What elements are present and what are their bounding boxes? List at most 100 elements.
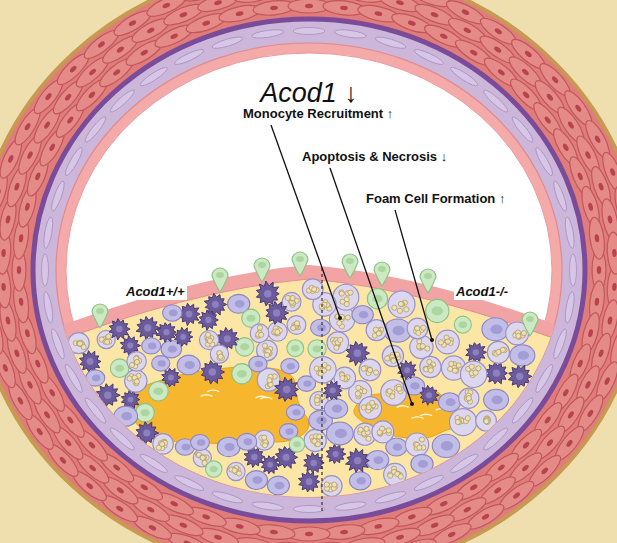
- cell-nucleus: [335, 429, 347, 438]
- muscle-cell-nucleus: [48, 143, 56, 152]
- cell-nucleus: [180, 334, 186, 340]
- muscle-cell-nucleus: [18, 298, 23, 307]
- foam-cell: [459, 388, 479, 408]
- muscle-cell-nucleus: [521, 464, 530, 473]
- lipid-droplet: [496, 350, 501, 355]
- foam-cell: [359, 359, 381, 381]
- lipid-droplet: [200, 455, 205, 460]
- lipid-droplet: [398, 474, 403, 479]
- muscle-cell-nucleus: [522, 90, 531, 99]
- cell-nucleus: [267, 462, 273, 468]
- cholesterol-crystal: [412, 417, 424, 419]
- lipid-droplet: [370, 400, 375, 405]
- cell-nucleus: [373, 456, 383, 464]
- lipid-droplet: [345, 315, 350, 320]
- lipid-droplet: [466, 396, 471, 401]
- macrophage: [237, 433, 257, 450]
- lipid-droplet: [294, 321, 299, 326]
- muscle-cell-nucleus: [64, 438, 73, 447]
- muscle-cell-nucleus: [202, 513, 211, 520]
- muscle-cell-nucleus: [5, 316, 11, 325]
- intima-cell: [173, 47, 205, 67]
- lipid-droplet: [356, 385, 361, 390]
- cell-nucleus: [87, 358, 94, 365]
- intima-cell: [570, 254, 577, 286]
- monocyte: [136, 403, 155, 422]
- apoptotic-macrophage: [508, 365, 531, 388]
- macrophage: [267, 476, 289, 495]
- lipid-droplet: [275, 330, 280, 335]
- macrophage: [438, 393, 460, 412]
- cell-nucleus: [235, 300, 245, 308]
- muscle-cell-nucleus: [586, 409, 594, 418]
- cell-nucleus: [186, 311, 193, 318]
- lipid-droplet: [484, 418, 489, 423]
- muscle-cell-nucleus: [430, 11, 439, 18]
- lipid-droplet: [356, 392, 361, 397]
- muscle-cell-nucleus: [463, 27, 472, 35]
- apoptotic-macrophage: [466, 343, 487, 362]
- muscle-cell-nucleus: [594, 298, 599, 307]
- lipid-droplet: [315, 442, 320, 447]
- intima-cell: [211, 35, 244, 51]
- lipid-droplet: [397, 386, 402, 391]
- macrophage: [114, 406, 138, 426]
- cell-nucleus: [205, 317, 211, 323]
- muscle-cell-body: [342, 535, 386, 543]
- cell-nucleus: [163, 329, 169, 335]
- muscle-cell-nucleus: [179, 11, 188, 18]
- apoptotic-macrophage: [266, 301, 289, 324]
- cell-nucleus: [359, 311, 369, 318]
- cell-nucleus: [264, 290, 272, 298]
- muscle-cell-nucleus: [598, 349, 605, 358]
- smooth-muscle-cell: [342, 0, 386, 5]
- plaque-cells: [68, 279, 535, 497]
- lipid-droplet: [455, 419, 460, 424]
- cell-nucleus: [306, 478, 313, 485]
- cell-nucleus: [356, 477, 366, 485]
- muscle-cell-nucleus: [584, 151, 591, 160]
- cell-nucleus: [169, 310, 178, 317]
- lipid-droplet: [452, 368, 457, 373]
- lipid-droplet: [291, 325, 296, 330]
- callout-label: Apoptosis & Necrosis ↓: [302, 150, 447, 165]
- lipid-droplet: [355, 391, 360, 396]
- muscle-cell-nucleus: [594, 135, 602, 144]
- lipid-droplet: [105, 339, 110, 344]
- recruited-monocyte: [292, 252, 308, 276]
- muscle-cell-nucleus: [146, 27, 155, 35]
- lipid-droplet: [391, 358, 396, 363]
- lipid-droplet: [262, 443, 267, 448]
- lipid-droplet: [392, 305, 397, 310]
- lipid-droplet: [414, 326, 419, 331]
- muscle-cell-nucleus: [69, 65, 78, 74]
- lipid-droplet: [264, 352, 269, 357]
- macrophage: [245, 471, 267, 490]
- muscle-cell-nucleus: [584, 380, 591, 389]
- cell-nucleus: [287, 363, 295, 369]
- recruited-monocyte: [254, 258, 270, 282]
- lipid-droplet: [106, 334, 111, 339]
- muscle-cell-nucleus: [594, 234, 599, 243]
- lipid-droplet: [367, 367, 372, 372]
- foam-cell: [359, 397, 382, 420]
- cell-nucleus: [148, 343, 157, 350]
- lipid-droplet: [76, 341, 81, 346]
- foam-cell: [321, 476, 342, 497]
- cell-nucleus: [104, 392, 111, 399]
- monocyte: [110, 359, 129, 378]
- muscle-cell-nucleus: [562, 143, 570, 152]
- macrophage: [484, 389, 509, 410]
- muscle-cell-nucleus: [493, 45, 502, 53]
- cell-nucleus: [296, 256, 304, 262]
- cell-nucleus: [128, 397, 134, 403]
- smooth-muscle-cell: [306, 541, 349, 543]
- muscle-cell-nucleus: [469, 483, 478, 491]
- cell-nucleus: [432, 307, 444, 316]
- muscle-cell-nucleus: [597, 266, 601, 274]
- cell-nucleus: [473, 349, 479, 355]
- foam-cell: [268, 322, 287, 341]
- muscle-cell-nucleus: [179, 522, 188, 529]
- muscle-cell-nucleus: [497, 68, 506, 76]
